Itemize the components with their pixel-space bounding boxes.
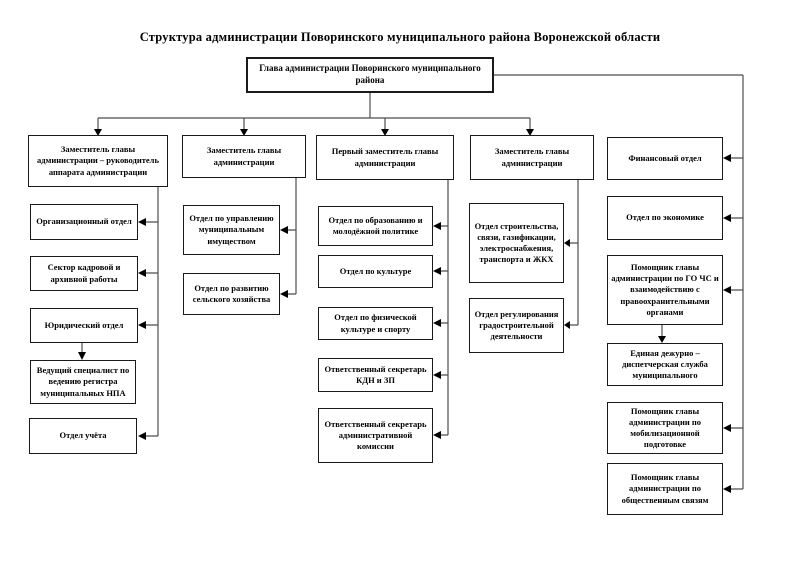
org-box-education-youth-dept: Отдел по образованию и молодёжной полити… <box>318 206 433 246</box>
org-box-kdn-secretary: Ответственный секретарь КДН и ЗП <box>318 358 433 392</box>
org-box-deputy-construction: Заместитель главы администрации <box>470 135 594 180</box>
org-box-deputy-property: Заместитель главы администрации <box>182 135 306 178</box>
org-box-deputy-apparatus: Заместитель главы администрации – руково… <box>28 135 168 187</box>
org-box-sport-dept: Отдел по физической культуре и спорту <box>318 307 433 340</box>
chart-title: Структура администрации Поворинского мун… <box>139 30 661 44</box>
org-box-culture-dept: Отдел по культуре <box>318 255 433 288</box>
org-box-public-relations-assistant: Помощник главы администрации по обществе… <box>607 463 723 515</box>
org-box-urban-planning-dept: Отдел регулирования градостроительной де… <box>469 298 564 353</box>
org-box-municipal-property-dept: Отдел по управлению муниципальным имущес… <box>183 205 280 255</box>
org-box-economy-dept: Отдел по экономике <box>607 196 723 240</box>
org-box-npa-register-specialist: Ведущий специалист по ведению регистра м… <box>30 360 136 404</box>
org-box-accounting-dept: Отдел учёта <box>29 418 137 454</box>
connector-arrowheads <box>78 129 731 493</box>
org-box-construction-utilities-dept: Отдел строительства, связи, газификации,… <box>469 203 564 283</box>
org-box-hr-archive-sector: Сектор кадровой и архивной работы <box>30 256 138 291</box>
org-box-mobilization-assistant: Помощник главы администрации по мобилиза… <box>607 402 723 454</box>
org-box-finance-dept: Финансовый отдел <box>607 137 723 180</box>
org-box-admin-commission-secretary: Ответственный секретарь административной… <box>318 408 433 463</box>
org-box-first-deputy: Первый заместитель главы администрации <box>316 135 454 180</box>
org-box-civil-defense-assistant: Помощник главы администрации по ГО ЧС и … <box>607 255 723 325</box>
org-box-organizational-dept: Организационный отдел <box>30 204 138 240</box>
org-box-agriculture-dept: Отдел по развитию сельского хозяйства <box>183 273 280 315</box>
org-box-head-of-administration: Глава администрации Поворинского муницип… <box>246 57 494 93</box>
org-box-dispatch-service: Единая дежурно – диспетчерская служба му… <box>607 343 723 386</box>
connector-strokes <box>81 74 744 490</box>
org-box-legal-dept: Юридический отдел <box>30 308 138 343</box>
